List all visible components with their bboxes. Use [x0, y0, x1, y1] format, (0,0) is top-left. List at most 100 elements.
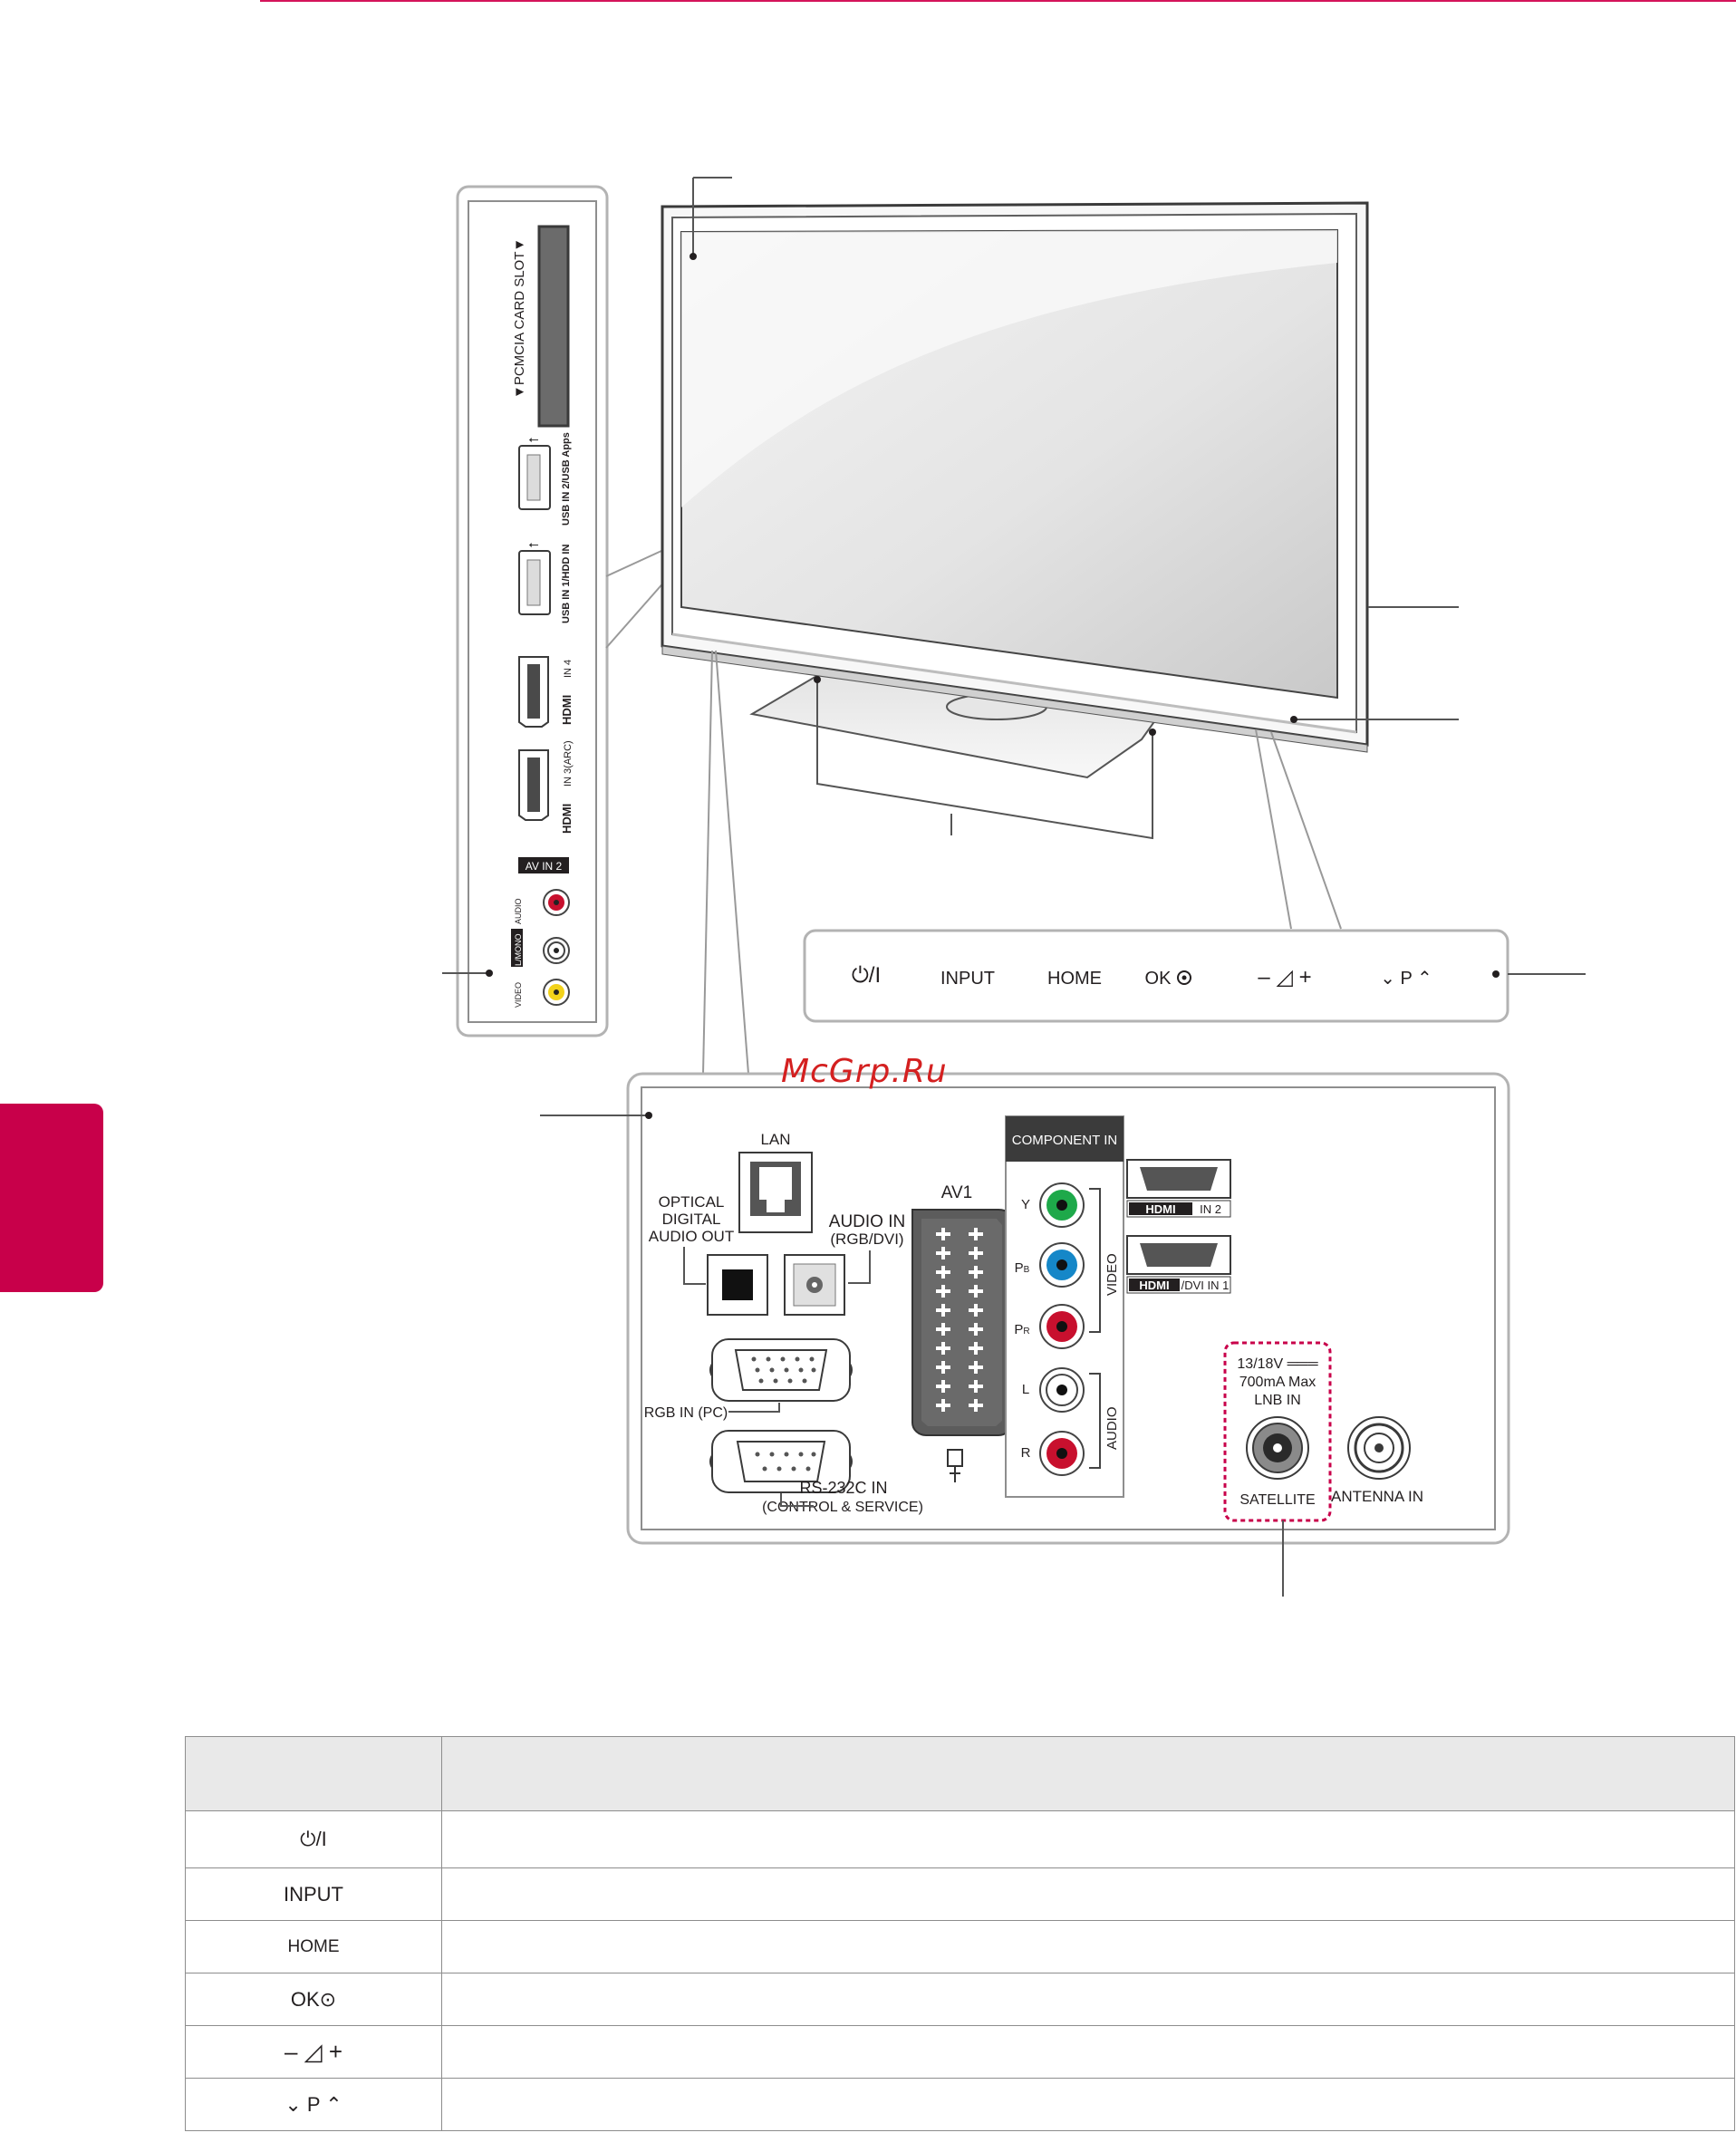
rgb-in-label: RGB IN (PC) [644, 1405, 728, 1421]
header-description [441, 1736, 1735, 1811]
hdmi4-logo: HDMI [560, 695, 574, 725]
comp-video-label: VIDEO [1104, 1253, 1120, 1296]
hdmi1-port: HDMI /DVI IN 1 [1126, 1235, 1231, 1294]
scart-pin [936, 1266, 950, 1279]
scart-pin [969, 1399, 983, 1412]
component-in-label: COMPONENT IN [1012, 1133, 1117, 1148]
row-button: ⏻/I [185, 1810, 442, 1868]
hdmi1-label: /DVI IN 1 [1181, 1279, 1230, 1292]
table-row: – ◿ + [185, 2025, 1735, 2079]
satellite-port [1246, 1416, 1309, 1480]
row-description [441, 1973, 1735, 2026]
comp-y-label: Y [1021, 1197, 1030, 1212]
av2-audio-r-jack [543, 889, 570, 916]
antenna-port [1347, 1416, 1411, 1480]
lan-port [738, 1152, 813, 1233]
table-row: ⏻/I [185, 1810, 1735, 1868]
comp-l-jack [1039, 1367, 1085, 1413]
ok-icon [1177, 970, 1191, 985]
table-header-row [185, 1736, 1735, 1811]
comp-y-jack [1039, 1182, 1085, 1228]
optical-label-1: OPTICAL [659, 1193, 725, 1211]
scart-pin [936, 1304, 950, 1317]
usb1-label: USB IN 1/HDD IN [561, 545, 572, 623]
scart-pin [936, 1323, 950, 1336]
av2-audio-label: AUDIO [514, 898, 523, 924]
row-description [441, 1867, 1735, 1921]
power-button[interactable]: ⏻/I [852, 963, 881, 988]
scart-port [911, 1209, 1012, 1436]
satellite-label: SATELLITE [1239, 1492, 1315, 1508]
program-button[interactable]: ⌄ P ⌃ [1380, 969, 1432, 989]
input-button[interactable]: INPUT [940, 969, 995, 989]
scart-pin [969, 1342, 983, 1355]
av-in2-label: AV IN 2 [526, 860, 563, 873]
comp-pr-jack [1039, 1304, 1085, 1349]
scart-pin [969, 1304, 983, 1317]
row-button: ⌄ P ⌃ [185, 2078, 442, 2131]
row-button: INPUT [185, 1867, 442, 1921]
satellite-highlight [1223, 1341, 1332, 1522]
row-description [441, 1810, 1735, 1868]
comp-l-label: L [1022, 1382, 1029, 1397]
av2-audio-l-jack [543, 937, 570, 964]
hdmi4-port: HDMI IN 4 [518, 656, 574, 728]
tv-diagram: ▼PCMCIA CARD SLOT▼ ⭠ USB IN 2/USB Apps ⭠… [442, 177, 1586, 1597]
scart-pin [969, 1380, 983, 1393]
table-row: OK⊙ [185, 1973, 1735, 2026]
optical-label-3: AUDIO OUT [649, 1228, 734, 1245]
hdmi3-logo: HDMI [560, 804, 574, 834]
lnb-line-1: 13/18V ═══ [1237, 1356, 1318, 1372]
scart-pin [969, 1285, 983, 1298]
comp-pb-jack [1039, 1242, 1085, 1288]
comp-audio-label: AUDIO [1104, 1406, 1120, 1450]
usb-icon: ⭠ [528, 431, 538, 446]
scart-pin [969, 1323, 983, 1336]
pcmcia-slot [537, 225, 570, 428]
hdmi2-logo: HDMI [1145, 1202, 1175, 1216]
comp-pb-label: PB [1015, 1260, 1030, 1276]
scart-pins [936, 1228, 983, 1412]
scart-pin [936, 1361, 950, 1374]
hdmi3-label: IN 3(ARC) [563, 740, 574, 786]
control-panel: ⏻/I INPUT HOME OK – ◿ + ⌄ P ⌃ [803, 929, 1509, 1023]
audio-in-label-2: (RGB/DVI) [830, 1230, 903, 1248]
pcmcia-label: ▼PCMCIA CARD SLOT▼ [512, 238, 527, 399]
scart-pin [969, 1361, 983, 1374]
lnb-line-3: LNB IN [1254, 1393, 1301, 1408]
header-button [185, 1736, 442, 1811]
row-button: OK⊙ [185, 1973, 442, 2026]
home-button[interactable]: HOME [1047, 969, 1102, 989]
antenna-label: ANTENNA IN [1331, 1488, 1423, 1505]
ground-icon [947, 1449, 963, 1482]
button-description-table: ⏻/I INPUT HOME OK⊙ – ◿ + ⌄ P ⌃ [185, 1736, 1735, 2131]
table-row: INPUT [185, 1867, 1735, 1921]
row-button: HOME [185, 1920, 442, 1973]
tv-set [661, 201, 1369, 779]
watermark: McGrp.Ru [781, 1053, 948, 1090]
scart-pin [936, 1228, 950, 1240]
scart-pin [936, 1342, 950, 1355]
row-description [441, 1920, 1735, 1973]
usb2-port: ⭠ USB IN 2/USB Apps [518, 431, 572, 526]
scart-pin [936, 1380, 950, 1393]
optical-port [707, 1254, 768, 1316]
rgb-in-port [709, 1338, 853, 1402]
av2-video-label: VIDEO [514, 982, 523, 1008]
ok-button[interactable]: OK [1145, 969, 1172, 989]
scart-pin [936, 1247, 950, 1259]
table-row: ⌄ P ⌃ [185, 2078, 1735, 2131]
volume-button[interactable]: – ◿ + [1258, 965, 1311, 989]
hdmi3-port: HDMI IN 3(ARC) [518, 740, 574, 834]
hdmi2-port: HDMI IN 2 [1126, 1159, 1231, 1218]
scart-pin [936, 1399, 950, 1412]
rs232-label-2: (CONTROL & SERVICE) [762, 1500, 923, 1515]
comp-r-label: R [1021, 1445, 1031, 1461]
top-rule [260, 0, 1736, 2]
row-description [441, 2025, 1735, 2079]
comp-r-jack [1039, 1431, 1085, 1476]
lan-label: LAN [760, 1131, 790, 1148]
table-row: HOME [185, 1920, 1735, 1973]
usb1-port: ⭠ USB IN 1/HDD IN [518, 536, 572, 623]
scart-pin [969, 1247, 983, 1259]
